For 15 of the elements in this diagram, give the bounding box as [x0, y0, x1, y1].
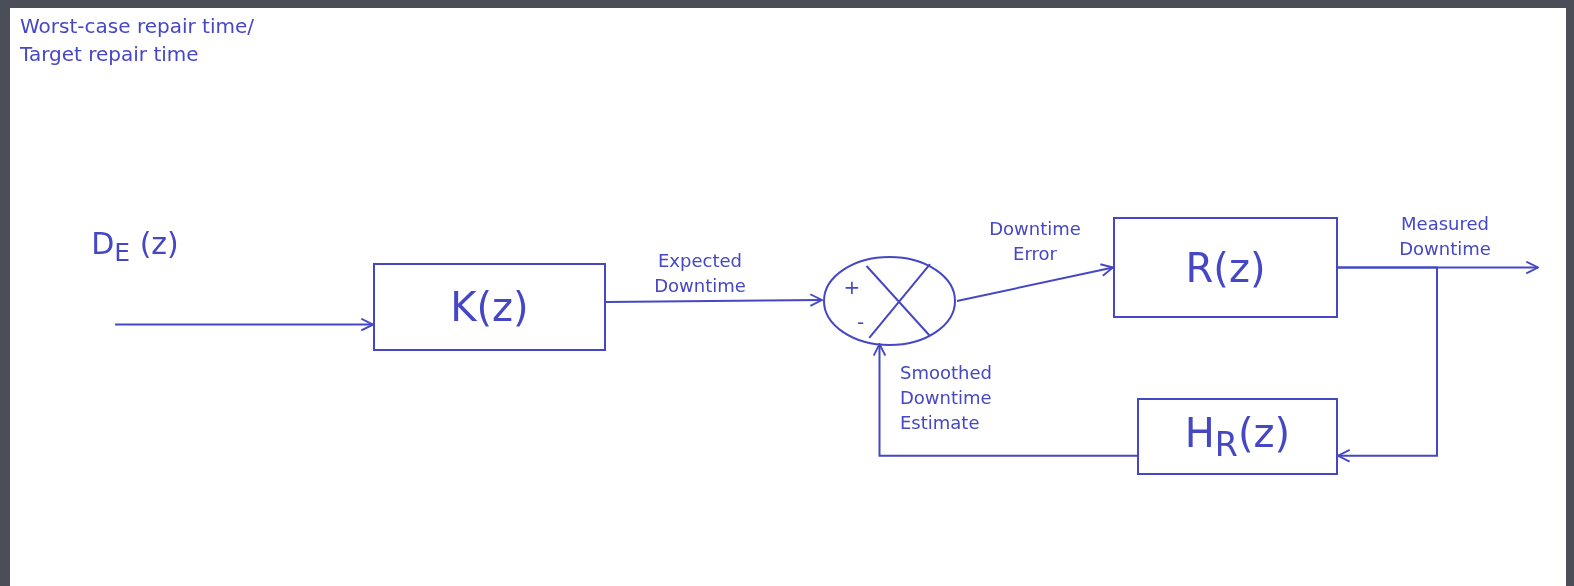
block-label: H$_{R}$(z)	[1184, 409, 1291, 464]
arrow	[956, 263, 1114, 302]
block-box	[1113, 217, 1338, 318]
block-box	[373, 263, 606, 351]
sign-label: -	[857, 312, 865, 333]
arrow	[114, 317, 374, 332]
block-box	[1137, 398, 1338, 475]
block-label: K(z)	[450, 284, 529, 330]
summing-junction	[822, 255, 957, 347]
arrow	[1337, 266, 1438, 463]
block-label: R(z)	[1185, 244, 1266, 291]
sign-label: +	[843, 277, 861, 298]
arrow	[872, 343, 1138, 457]
note-text: Worst-case repair time/ Target repair time	[20, 13, 255, 68]
arrow	[605, 293, 823, 307]
